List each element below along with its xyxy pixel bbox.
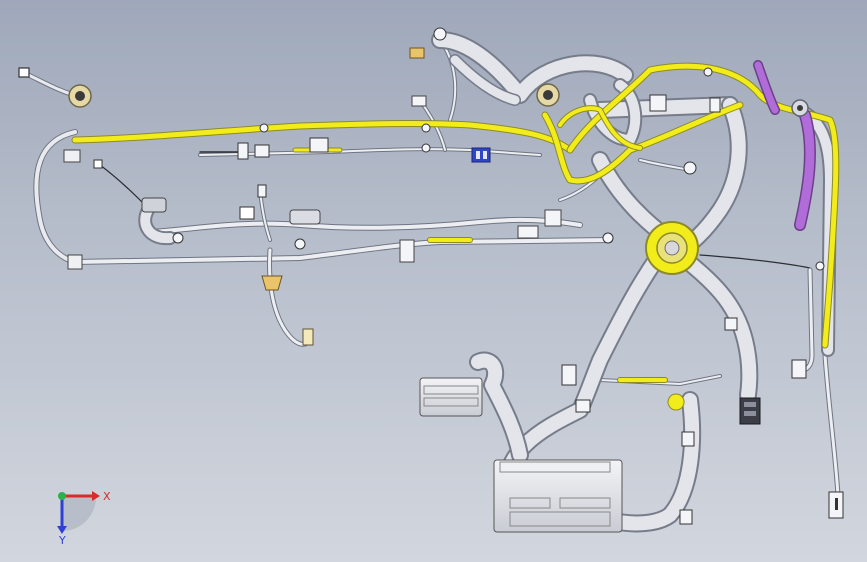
connector-small-tag[interactable] [239, 206, 255, 220]
connector-left-clip[interactable] [63, 149, 81, 163]
grommet-right[interactable] [791, 99, 809, 117]
connector-orange[interactable] [409, 47, 425, 59]
connector-mid-white[interactable] [399, 239, 415, 263]
connectors [18, 27, 844, 525]
grommet-left[interactable] [68, 84, 92, 108]
grommet-top-center[interactable] [536, 83, 560, 107]
highlighted-harness[interactable] [71, 62, 840, 383]
connector-housing-left[interactable] [419, 377, 483, 417]
connector-top-left[interactable] [18, 67, 30, 78]
axis-y-label: Y [58, 534, 66, 547]
coordinate-triad: X Y [57, 490, 111, 547]
connector-blue-pair[interactable] [471, 147, 491, 163]
connector-left-bottom[interactable] [67, 254, 83, 270]
connector-yellow-small[interactable] [667, 393, 685, 411]
fuse-relay-box[interactable] [493, 459, 623, 533]
grommet-yellow-large[interactable] [645, 221, 699, 275]
purple-conduit[interactable] [753, 60, 816, 231]
axis-x-label: X [103, 490, 111, 503]
